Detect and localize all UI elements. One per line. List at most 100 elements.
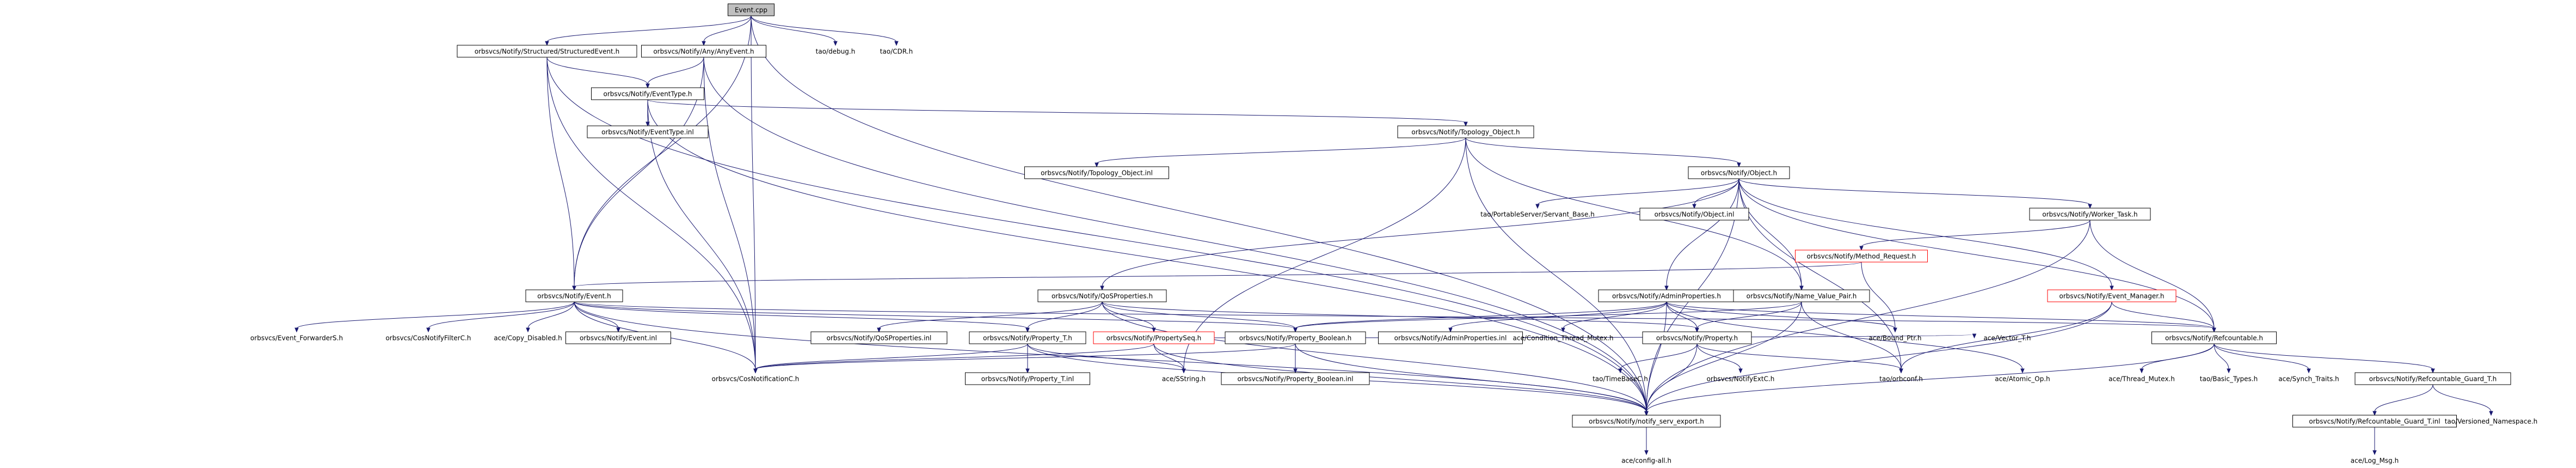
node-qos-properties-h[interactable]: orbsvcs/Notify/QoSProperties.h — [1037, 289, 1167, 302]
edge-line — [755, 343, 1154, 370]
node-method-request-h[interactable]: orbsvcs/Notify/Method_Request.h — [1795, 250, 1928, 263]
node-vector-t-h[interactable]: ace/Vector_T.h — [1975, 332, 2040, 344]
node-object-h[interactable]: orbsvcs/Notify/Object.h — [1688, 166, 1790, 179]
node-sstring-h[interactable]: ace/SString.h — [1153, 373, 1215, 385]
edge-line — [1696, 343, 1741, 370]
node-worker-task-h[interactable]: orbsvcs/Notify/Worker_Task.h — [2029, 208, 2151, 221]
node-tao-timebase-h[interactable]: tao/TimeBaseC.h — [1585, 373, 1655, 385]
node-label: ace/Bound_Ptr.h — [1869, 335, 1922, 342]
node-box — [1037, 289, 1167, 302]
node-label: orbsvcs/Notify/Topology_Object.inl — [1041, 169, 1153, 177]
node-event-manager-h[interactable]: orbsvcs/Notify/Event_Manager.h — [2047, 289, 2177, 302]
edge-arrowhead — [1692, 204, 1696, 209]
node-tao-cdr-h[interactable]: tao/CDR.h — [874, 45, 920, 57]
node-property-t-h[interactable]: orbsvcs/Notify/Property_T.h — [969, 331, 1086, 344]
edge-line — [574, 262, 1862, 287]
edge-refcountable-h-to-refcountable-guard-t-h — [2214, 343, 2435, 374]
edge-line — [1102, 178, 1739, 287]
node-config-all-h[interactable]: ace/config-all.h — [1610, 454, 1683, 466]
node-label: ace/Copy_Disabled.h — [494, 335, 562, 342]
edge-line — [751, 15, 1647, 412]
edge-line — [546, 57, 648, 85]
edge-refcountable-h-to-tao-basic-types-h — [2214, 343, 2231, 374]
node-property-t-inl[interactable]: orbsvcs/Notify/Property_T.inl — [965, 372, 1090, 385]
node-property-boolean-inl[interactable]: orbsvcs/Notify/Property_Boolean.inl — [1221, 372, 1370, 385]
edge-line — [574, 57, 704, 287]
node-notify-serv-export-h[interactable]: orbsvcs/Notify/notify_serv_export.h — [1572, 415, 1721, 428]
edge-line — [1295, 343, 1647, 412]
node-label: orbsvcs/Notify/Topology_Object.h — [1411, 129, 1520, 136]
node-qos-properties-inl[interactable]: orbsvcs/Notify/QoSProperties.inl — [810, 331, 948, 344]
node-label: tao/Basic_Types.h — [2200, 375, 2258, 383]
node-copy-disabled-h[interactable]: ace/Copy_Disabled.h — [485, 332, 571, 344]
edge-qos-properties-h-to-property-t-h — [1025, 301, 1103, 333]
node-synch-traits-h[interactable]: ace/Synch_Traits.h — [2268, 373, 2350, 385]
node-admin-properties-h[interactable]: orbsvcs/Notify/AdminProperties.h — [1598, 289, 1735, 302]
edge-admin-properties-h-to-refcountable-h — [1666, 301, 2216, 333]
node-tao-orbconf-h[interactable]: tao/orbconf.h — [1870, 373, 1932, 385]
node-event-type-inl[interactable]: orbsvcs/Notify/EventType.inl — [587, 125, 709, 138]
edge-line — [1694, 178, 1739, 205]
node-tao-debug-h[interactable]: tao/debug.h — [809, 45, 863, 57]
edge-event-cpp-to-structured-event-h — [545, 15, 752, 46]
node-refcountable-guard-t-h[interactable]: orbsvcs/Notify/Refcountable_Guard_T.h — [2354, 372, 2511, 385]
node-label: orbsvcs/Notify/Name_Value_Pair.h — [1747, 293, 1857, 300]
node-cos-notify-filter-h[interactable]: orbsvcs/CosNotifyFilterC.h — [372, 332, 485, 344]
node-event-inl[interactable]: orbsvcs/Notify/Event.inl — [565, 331, 671, 344]
node-refcountable-guard-t-inl[interactable]: orbsvcs/Notify/Refcountable_Guard_T.inl — [2292, 415, 2457, 428]
node-portable-server-h[interactable]: tao/PortableServer/Servant_Base.h — [1467, 208, 1608, 220]
edge-arrowhead — [645, 83, 650, 89]
node-event-cpp[interactable]: Event.cpp — [728, 3, 774, 16]
node-box — [1795, 250, 1928, 263]
node-topology-object-inl[interactable]: orbsvcs/Notify/Topology_Object.inl — [1024, 166, 1169, 179]
node-atomic-op-h[interactable]: ace/Atomic_Op.h — [1988, 373, 2057, 385]
node-thread-mutex-h[interactable]: ace/Thread_Mutex.h — [2101, 373, 2182, 385]
node-object-inl[interactable]: orbsvcs/Notify/Object.inl — [1639, 208, 1749, 221]
edge-object-h-to-tao-orbconf-h — [1738, 178, 1903, 374]
node-box — [2151, 331, 2277, 344]
node-any-event-h[interactable]: orbsvcs/Notify/Any/AnyEvent.h — [641, 45, 766, 58]
node-property-boolean-h[interactable]: orbsvcs/Notify/Property_Boolean.h — [1225, 331, 1366, 344]
edge-object-h-to-admin-properties-h — [1664, 178, 1739, 291]
edge-arrowhead — [1899, 368, 1903, 374]
edge-line — [1102, 301, 1647, 412]
edge-object-h-to-portable-server-h — [1535, 178, 1739, 209]
edge-line — [574, 301, 619, 329]
node-event-h[interactable]: orbsvcs/Notify/Event.h — [525, 289, 623, 302]
node-cos-notification-h[interactable]: orbsvcs/CosNotificationC.h — [699, 373, 812, 385]
edge-line — [1465, 137, 1739, 164]
node-label: orbsvcs/Notify/Event.h — [537, 293, 611, 300]
edge-line — [1666, 301, 1896, 329]
node-log-msg-h[interactable]: ace/Log_Msg.h — [2344, 454, 2406, 466]
node-label: orbsvcs/Notify/QoSProperties.inl — [827, 335, 932, 342]
node-property-seq-h[interactable]: orbsvcs/Notify/PropertySeq.h — [1093, 331, 1215, 344]
edge-topology-object-h-to-notify-serv-export-h — [1465, 137, 1649, 416]
node-bound-ptr-h[interactable]: ace/Bound_Ptr.h — [1860, 332, 1930, 344]
node-condition-thread-mutex-h[interactable]: ace/Condition_Thread_Mutex.h — [1503, 332, 1624, 344]
node-event-type-h[interactable]: orbsvcs/Notify/EventType.h — [591, 87, 704, 100]
node-tao-versioned-namespace-h[interactable]: tao/Versioned_Namespace.h — [2437, 415, 2546, 427]
edge-event-h-to-property-boolean-h — [574, 301, 1298, 333]
edge-line — [2111, 301, 2215, 329]
edge-line — [1096, 137, 1466, 164]
edge-line — [1901, 301, 2112, 370]
node-box — [1024, 166, 1169, 179]
node-structured-event-h[interactable]: orbsvcs/Notify/Structured/StructuredEven… — [457, 45, 637, 58]
node-label: orbsvcs/Notify/Property_T.h — [983, 335, 1072, 342]
edge-line — [1183, 137, 1466, 370]
edge-line — [2214, 343, 2309, 370]
node-event-forwarder-h[interactable]: orbsvcs/Event_ForwarderS.h — [241, 332, 353, 344]
node-tao-basic-types-h[interactable]: tao/Basic_Types.h — [2190, 373, 2267, 385]
edge-line — [2374, 384, 2433, 412]
node-refcountable-h[interactable]: orbsvcs/Notify/Refcountable.h — [2151, 331, 2277, 344]
node-topology-object-h[interactable]: orbsvcs/Notify/Topology_Object.h — [1397, 125, 1534, 138]
edge-line — [546, 57, 756, 370]
edge-arrowhead — [1737, 162, 1741, 168]
node-label: orbsvcs/Notify/Object.h — [1701, 169, 1777, 177]
edge-arrowhead — [1448, 327, 1453, 333]
node-admin-properties-inl[interactable]: orbsvcs/Notify/AdminProperties.inl — [1378, 331, 1523, 344]
node-name-value-pair-h[interactable]: orbsvcs/Notify/Name_Value_Pair.h — [1733, 289, 1870, 302]
edge-line — [527, 301, 575, 329]
node-property-h[interactable]: orbsvcs/Notify/Property.h — [1642, 331, 1752, 344]
node-notify-ext-h[interactable]: orbsvcs/NotifyExtC.h — [1696, 373, 1785, 385]
